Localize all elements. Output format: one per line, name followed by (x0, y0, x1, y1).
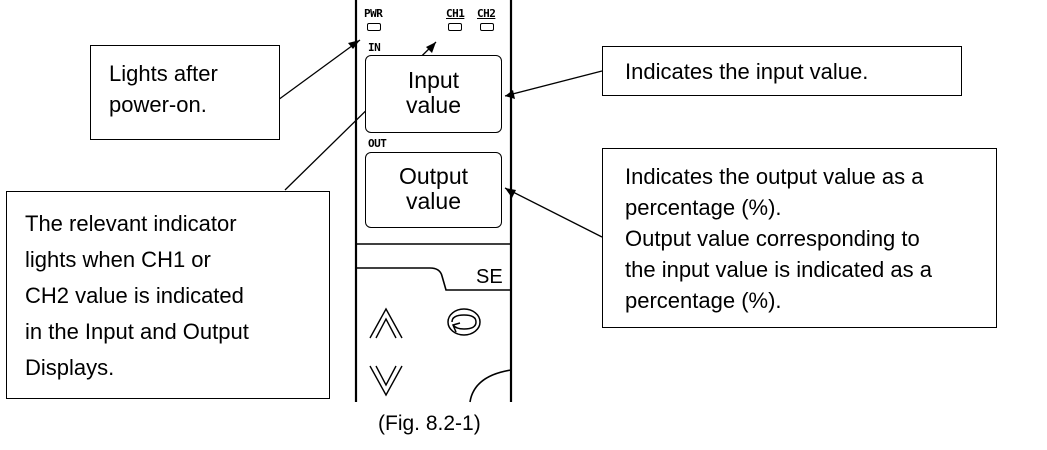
ch2-indicator-label: CH2 (477, 7, 496, 20)
in-label: IN (368, 41, 381, 54)
channel-callout-line: CH2 value is indicated (25, 283, 244, 308)
key-area-separator (356, 243, 512, 403)
key-area-label: SE (476, 266, 503, 288)
channel-callout-line: in the Input and Output (25, 319, 249, 344)
leader-arrowheads (348, 40, 516, 198)
mode-cycle-key-icon (447, 308, 481, 336)
output-callout: Indicates the output value as a percenta… (602, 148, 997, 328)
power-callout-line: power-on. (109, 92, 207, 117)
ch1-indicator-label: CH1 (446, 7, 465, 20)
pwr-indicator-label: PWR (364, 7, 383, 20)
device-panel-outline (354, 0, 513, 402)
output-callout-line: the input value is indicated as a (625, 257, 932, 282)
channel-callout: The relevant indicator lights when CH1 o… (6, 191, 330, 399)
figure-caption: (Fig. 8.2-1) (378, 412, 481, 435)
output-display-line1: Output (398, 163, 469, 189)
channel-callout-line: Displays. (25, 355, 115, 380)
output-display-line2: value (406, 188, 461, 214)
channel-callout-line: The relevant indicator (25, 211, 237, 236)
output-callout-line: Output value corresponding to (625, 226, 920, 251)
input-display-line1: Input (407, 67, 460, 93)
output-callout-line: percentage (%). (625, 195, 782, 220)
ch2-indicator-led (480, 23, 494, 31)
output-value-display: Output value (365, 152, 502, 228)
power-callout: Lights after power-on. (90, 45, 280, 140)
output-callout-line: percentage (%). (625, 288, 782, 313)
out-label: OUT (368, 137, 387, 150)
ch1-indicator-led (448, 23, 462, 31)
input-callout-line: Indicates the input value. (625, 59, 869, 84)
channel-callout-line: lights when CH1 or (25, 247, 211, 272)
down-arrow-key-icon (369, 365, 403, 397)
output-callout-line: Indicates the output value as a (625, 164, 924, 189)
input-callout: Indicates the input value. (602, 46, 962, 96)
input-display-line2: value (406, 92, 461, 118)
power-callout-line: Lights after (109, 61, 218, 86)
input-value-display: Input value (365, 55, 502, 133)
up-arrow-key-icon (369, 307, 403, 339)
pwr-indicator-led (367, 23, 381, 31)
